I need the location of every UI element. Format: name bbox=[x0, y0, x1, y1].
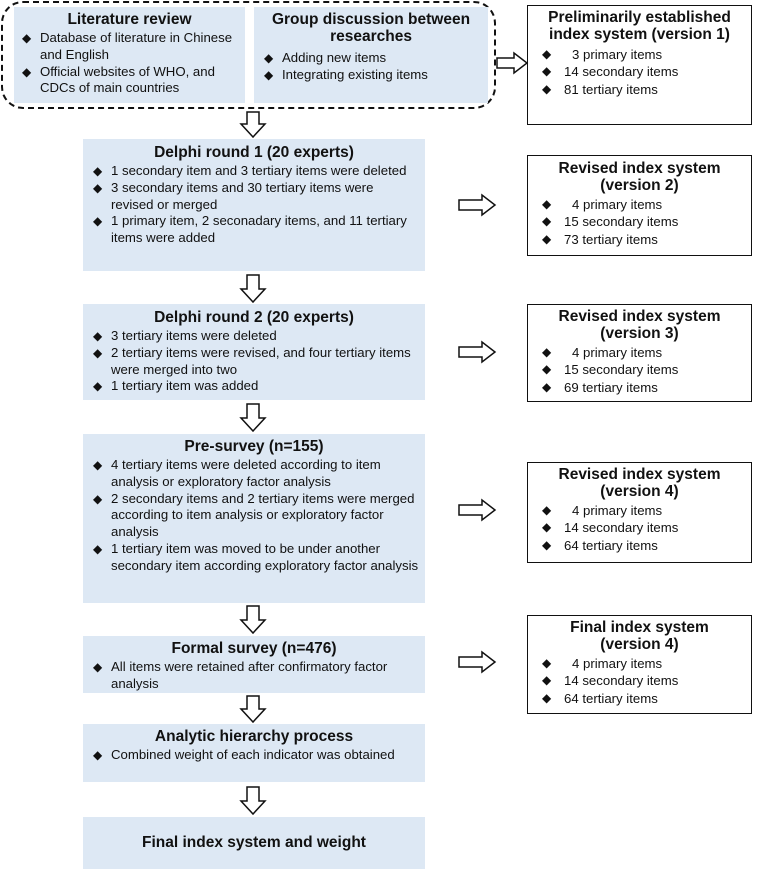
side-box-final: Final index system (version 4) 4 primary… bbox=[527, 615, 752, 714]
right-arrow-icon bbox=[458, 498, 497, 522]
delphi-round-2-item: 2 tertiary items were revised, and four … bbox=[89, 345, 419, 379]
side-box-item: 64 tertiary items bbox=[534, 537, 745, 555]
initial-stage-group bbox=[1, 1, 496, 109]
final-title: Final index system and weight bbox=[142, 834, 366, 851]
delphi-round-1-box: Delphi round 1 (20 experts) 1 secondary … bbox=[83, 139, 425, 271]
delphi-round-1-item: 3 secondary items and 30 tertiary items … bbox=[89, 180, 419, 214]
side-box-title: Revised index system (version 3) bbox=[558, 308, 721, 342]
down-arrow-icon bbox=[239, 695, 267, 724]
right-arrow-icon bbox=[458, 340, 497, 364]
right-arrow-icon bbox=[496, 51, 529, 75]
side-box-version-2: Revised index system (version 2) 4 prima… bbox=[527, 155, 752, 256]
side-box-item: 4 primary items bbox=[534, 502, 745, 520]
literature-review-item: Database of literature in Chinese and En… bbox=[18, 30, 241, 64]
delphi-round-2-title: Delphi round 2 (20 experts) bbox=[154, 309, 354, 326]
side-box-item: 4 primary items bbox=[534, 344, 745, 362]
right-arrow-icon bbox=[458, 193, 497, 217]
ahp-box: Analytic hierarchy process Combined weig… bbox=[83, 724, 425, 782]
group-discussion-title: Group discussion between researches bbox=[271, 11, 471, 45]
literature-review-title: Literature review bbox=[67, 11, 192, 28]
side-box-version-3: Revised index system (version 3) 4 prima… bbox=[527, 304, 752, 402]
side-box-title: Revised index system (version 4) bbox=[558, 466, 721, 500]
down-arrow-icon bbox=[239, 605, 267, 635]
delphi-round-1-title: Delphi round 1 (20 experts) bbox=[154, 144, 354, 161]
literature-review-box: Literature review Database of literature… bbox=[14, 7, 245, 103]
formal-survey-title: Formal survey (n=476) bbox=[171, 640, 337, 657]
pre-survey-item: 4 tertiary items were deleted according … bbox=[89, 457, 419, 491]
down-arrow-icon bbox=[239, 786, 267, 816]
side-box-item: 14 secondary items bbox=[534, 63, 745, 81]
pre-survey-item: 1 tertiary item was moved to be under an… bbox=[89, 541, 419, 575]
delphi-round-1-item: 1 secondary item and 3 tertiary items we… bbox=[89, 163, 419, 180]
down-arrow-icon bbox=[239, 403, 267, 433]
formal-survey-item: All items were retained after confirmato… bbox=[89, 659, 419, 693]
side-box-item: 4 primary items bbox=[534, 196, 745, 214]
side-box-item: 64 tertiary items bbox=[534, 690, 745, 708]
pre-survey-box: Pre-survey (n=155) 4 tertiary items were… bbox=[83, 434, 425, 603]
side-box-item: 4 primary items bbox=[534, 655, 745, 673]
delphi-round-2-item: 1 tertiary item was added bbox=[89, 378, 419, 395]
side-box-version-1: Preliminarily established index system (… bbox=[527, 5, 752, 125]
group-discussion-item: Adding new items bbox=[260, 50, 482, 67]
group-discussion-box: Group discussion between researches Addi… bbox=[254, 7, 488, 103]
ahp-title: Analytic hierarchy process bbox=[154, 728, 354, 745]
delphi-round-2-item: 3 tertiary items were deleted bbox=[89, 328, 419, 345]
formal-survey-box: Formal survey (n=476) All items were ret… bbox=[83, 636, 425, 693]
side-box-item: 14 secondary items bbox=[534, 519, 745, 537]
side-box-item: 81 tertiary items bbox=[534, 81, 745, 99]
pre-survey-title: Pre-survey (n=155) bbox=[184, 438, 324, 455]
side-box-item: 15 secondary items bbox=[534, 361, 745, 379]
side-box-item: 69 tertiary items bbox=[534, 379, 745, 397]
ahp-item: Combined weight of each indicator was ob… bbox=[89, 747, 419, 764]
side-box-title: Final index system (version 4) bbox=[570, 619, 709, 653]
side-box-item: 14 secondary items bbox=[534, 672, 745, 690]
side-box-version-4: Revised index system (version 4) 4 prima… bbox=[527, 462, 752, 563]
down-arrow-icon bbox=[239, 274, 267, 304]
pre-survey-item: 2 secondary items and 2 tertiary items w… bbox=[89, 491, 419, 541]
group-discussion-item: Integrating existing items bbox=[260, 67, 482, 84]
literature-review-item: Official websites of WHO, and CDCs of ma… bbox=[18, 64, 241, 98]
side-box-title: Preliminarily established index system (… bbox=[548, 9, 731, 43]
right-arrow-icon bbox=[458, 650, 497, 674]
final-box: Final index system and weight bbox=[83, 817, 425, 869]
delphi-round-2-box: Delphi round 2 (20 experts) 3 tertiary i… bbox=[83, 304, 425, 400]
side-box-item: 3 primary items bbox=[534, 46, 745, 64]
side-box-item: 15 secondary items bbox=[534, 213, 745, 231]
down-arrow-icon bbox=[239, 111, 267, 139]
side-box-item: 73 tertiary items bbox=[534, 231, 745, 249]
delphi-round-1-item: 1 primary item, 2 seconadary items, and … bbox=[89, 213, 419, 247]
side-box-title: Revised index system (version 2) bbox=[558, 160, 721, 194]
